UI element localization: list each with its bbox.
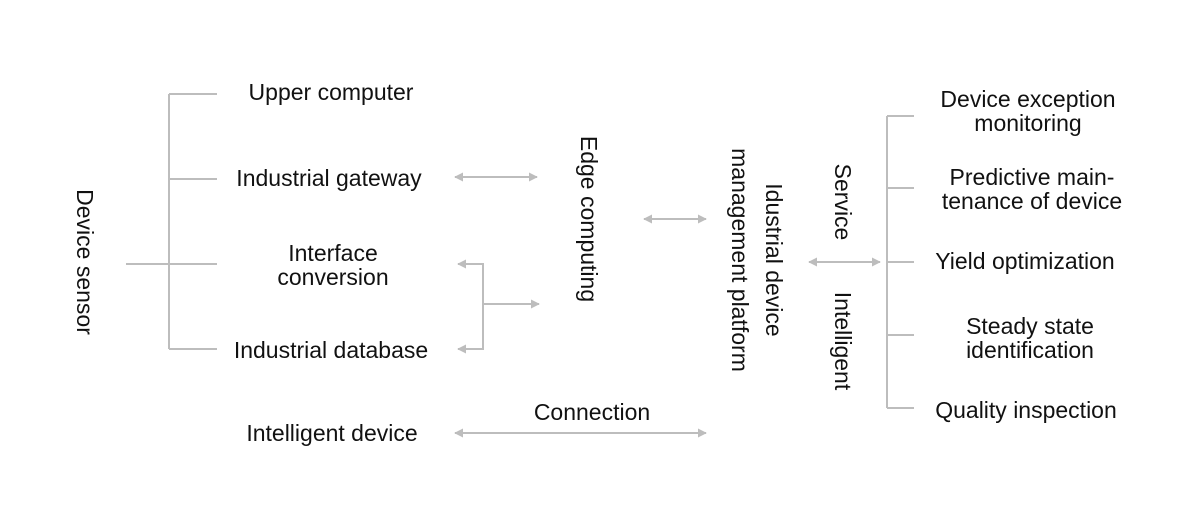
industrial-database-label: Industrial database [233,337,429,363]
intelligent-label: Intelligent [830,291,856,391]
steady-state-identification-label: Steady state identification [966,314,1094,362]
steady-state-line-2: identification [966,337,1094,363]
quality-inspection-label: Quality inspection [935,397,1117,423]
predictive-maintenance-line-1: Predictive main- [949,164,1115,190]
device-sensor-label: Device sensor [72,189,98,335]
service-label: Service [830,163,856,241]
platform-line-1: Idustrial device [761,183,787,337]
upper-computer-label: Upper computer [248,79,414,105]
platform-line-2: management platform [727,148,753,372]
steady-state-line-1: Steady state [966,313,1094,339]
interface-conversion-line-1: Interface [288,240,378,266]
platform-label: Idustrial device management platform [723,148,791,372]
predictive-maintenance-line-2: tenance of device [941,188,1123,214]
device-exception-line-1: Device exception [940,86,1116,112]
predictive-maintenance-label: Predictive main- tenance of device [942,165,1122,213]
device-exception-line-2: monitoring [974,110,1082,136]
connection-label: Connection [533,399,651,425]
edge-computing-label: Edge computing [576,135,602,303]
conversion-database-bracket [457,259,484,354]
device-exception-monitoring-label: Device exception monitoring [940,87,1115,135]
interface-conversion-label: Interface conversion [277,241,388,289]
interface-conversion-line-2: conversion [277,264,389,290]
yield-optimization-label: Yield optimization [935,248,1115,274]
intelligent-device-label: Intelligent device [246,420,418,446]
industrial-gateway-label: Industrial gateway [236,165,422,191]
